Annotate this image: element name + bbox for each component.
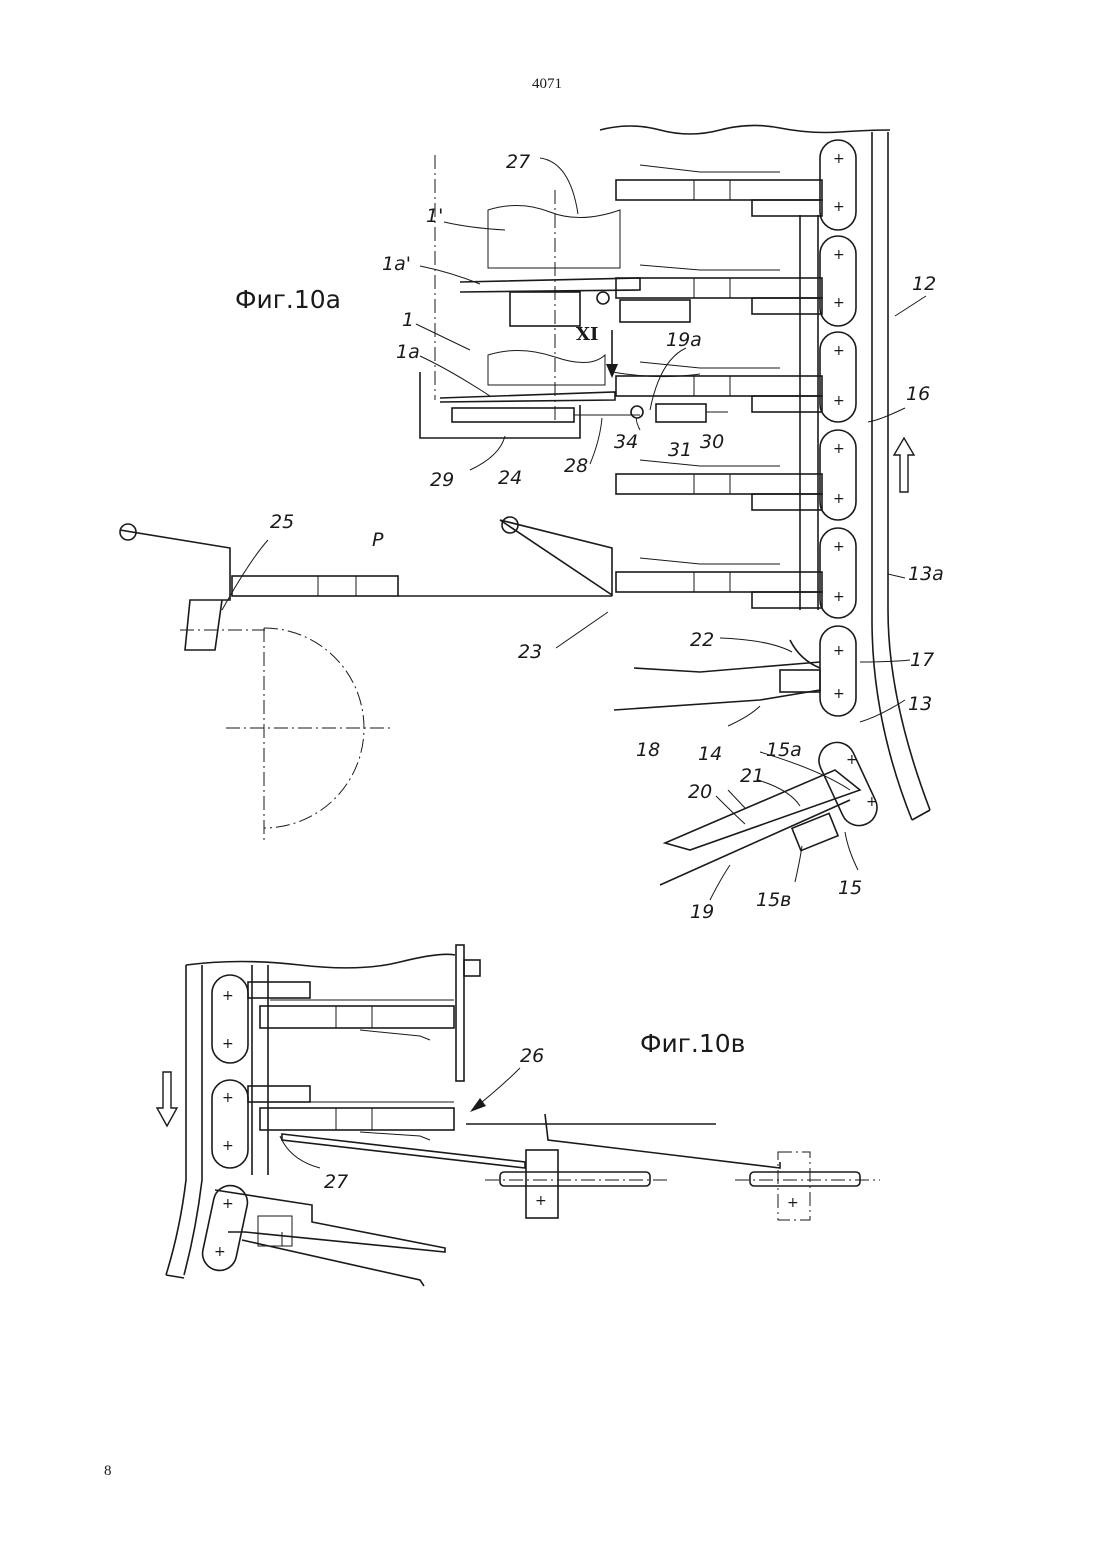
stop-plate xyxy=(456,945,464,1081)
svg-text:+: + xyxy=(222,1036,234,1052)
svg-text:+: + xyxy=(833,643,845,659)
label-21: 21 xyxy=(740,765,764,787)
block-31 xyxy=(656,404,706,422)
svg-text:+: + xyxy=(833,441,845,457)
svg-text:+: + xyxy=(833,539,845,555)
label-24: 24 xyxy=(498,467,522,489)
label-1a-prime: 1a' xyxy=(382,253,411,275)
svg-text:+: + xyxy=(222,1138,234,1154)
holder-1-prime xyxy=(510,292,580,326)
label-30: 30 xyxy=(700,431,724,453)
label-15v: 15в xyxy=(756,889,791,911)
svg-text:+: + xyxy=(833,686,845,702)
arm-24 xyxy=(500,520,612,595)
arm-25 xyxy=(120,530,230,650)
figure-10a-title: Фиг.10а xyxy=(235,285,341,314)
conveyor-inner xyxy=(872,132,912,820)
label-27: 27 xyxy=(506,151,530,173)
chain-links-2: + + + + + + xyxy=(199,975,250,1274)
axle-1 xyxy=(500,1172,650,1186)
label-12: 12 xyxy=(912,273,936,295)
svg-text:+: + xyxy=(833,589,845,605)
svg-text:+: + xyxy=(222,988,234,1004)
label-19: 19 xyxy=(690,901,714,923)
svg-text:+: + xyxy=(833,151,845,167)
label-14: 14 xyxy=(698,743,722,765)
label-17: 17 xyxy=(910,649,934,671)
direction-arrow-down xyxy=(157,1072,177,1126)
svg-text:+: + xyxy=(787,1195,799,1211)
label-16: 16 xyxy=(906,383,930,405)
label-28: 28 xyxy=(564,455,588,477)
plate-1a-prime xyxy=(460,278,640,292)
label-20: 20 xyxy=(688,781,712,803)
product-1-prime xyxy=(488,205,620,268)
shelves xyxy=(616,180,822,608)
svg-text:+: + xyxy=(833,491,845,507)
slide-rail xyxy=(282,1134,525,1168)
label-1-prime: 1' xyxy=(426,205,443,227)
label-25: 25 xyxy=(270,511,294,533)
label-34: 34 xyxy=(614,431,638,453)
tongues xyxy=(640,165,780,564)
svg-text:+: + xyxy=(222,1196,234,1212)
svg-text:+: + xyxy=(866,794,878,810)
figure-10a: + + + + + + + + + + + + + + xyxy=(120,125,944,923)
label-p: P xyxy=(372,529,384,551)
label-29: 29 xyxy=(430,469,454,491)
torn-edge-top-2 xyxy=(186,954,455,968)
conveyor-left-outer xyxy=(166,965,186,1275)
svg-text:+: + xyxy=(846,752,858,768)
figure-10v: ++ ++ ++ + + Фиг xyxy=(157,945,880,1286)
label-31: 31 xyxy=(668,439,692,461)
label-15: 15 xyxy=(838,877,862,899)
lower-tray xyxy=(215,1190,445,1252)
label-23: 23 xyxy=(518,641,542,663)
svg-text:+: + xyxy=(222,1090,234,1106)
cylinder-28 xyxy=(452,408,574,422)
svg-text:+: + xyxy=(833,247,845,263)
figure-10v-title: Фиг.10в xyxy=(640,1029,745,1058)
svg-text:+: + xyxy=(535,1193,547,1209)
label-1: 1 xyxy=(402,309,414,331)
axle-2 xyxy=(750,1172,860,1186)
label-26: 26 xyxy=(520,1045,544,1067)
slide-rail-2 xyxy=(545,1114,780,1168)
frame-29 xyxy=(420,372,580,438)
plate-1a xyxy=(440,392,615,402)
svg-text:+: + xyxy=(833,393,845,409)
label-xi: XI xyxy=(576,324,598,345)
tray-18-bottom xyxy=(614,690,820,710)
torn-edge-top xyxy=(600,125,890,134)
tray-clip xyxy=(780,670,820,692)
label-15a: 15a xyxy=(766,739,802,761)
conveyor-end xyxy=(912,810,930,820)
label-27-lower: 27 xyxy=(324,1171,348,1193)
cylinder-upper xyxy=(620,300,690,322)
svg-text:+: + xyxy=(833,199,845,215)
direction-arrow-up xyxy=(894,438,914,492)
svg-text:+: + xyxy=(214,1244,226,1260)
label-13a: 13a xyxy=(908,563,944,585)
product-1 xyxy=(488,350,605,385)
block-15b xyxy=(792,813,838,850)
pivot-upper xyxy=(597,292,609,304)
label-18: 18 xyxy=(636,739,660,761)
label-13: 13 xyxy=(908,693,932,715)
pivot-34 xyxy=(631,406,643,418)
svg-text:+: + xyxy=(833,343,845,359)
svg-text:+: + xyxy=(833,295,845,311)
label-22: 22 xyxy=(690,629,714,651)
pallet-p xyxy=(232,576,398,596)
label-1a: 1a xyxy=(396,341,420,363)
label-19a: 19a xyxy=(666,329,702,351)
